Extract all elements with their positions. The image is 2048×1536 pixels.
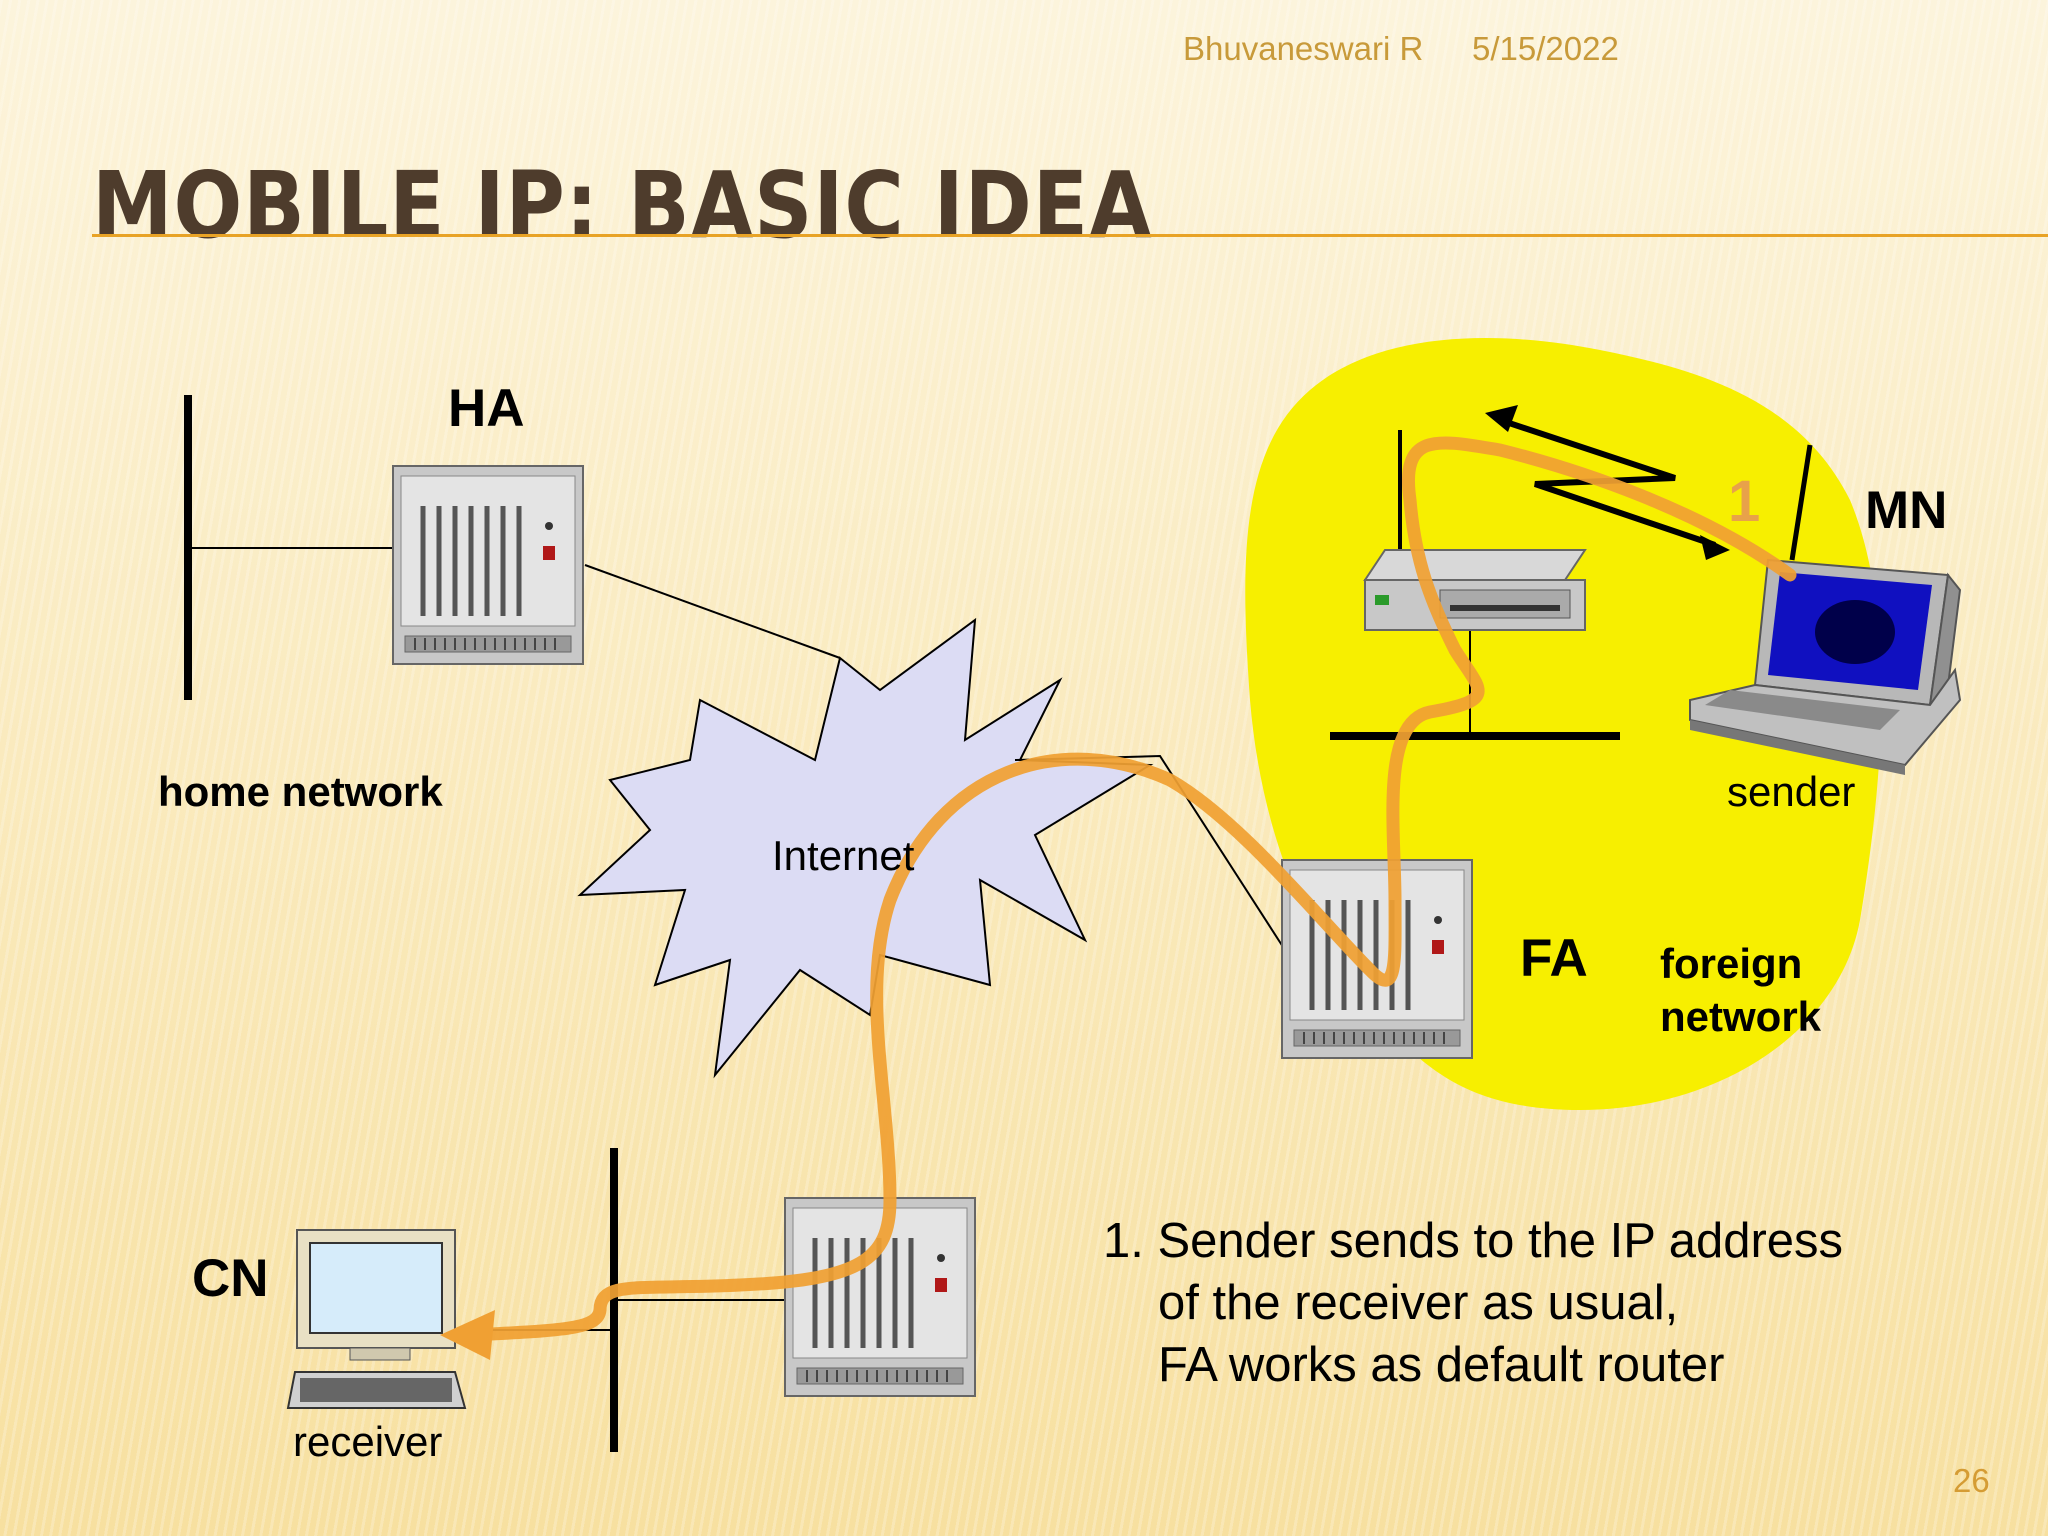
- mn-label: MN: [1865, 481, 1948, 540]
- mn-antenna: [1789, 444, 1813, 561]
- step-description: 1. Sender sends to the IP address of the…: [1103, 1210, 1843, 1396]
- cn-router: [785, 1198, 975, 1396]
- access-point: [1363, 549, 1587, 631]
- internet-cloud: [577, 617, 1154, 1079]
- ha-router: [393, 466, 583, 664]
- note-line-2: of the receiver as usual,: [1158, 1276, 1679, 1330]
- author-name: Bhuvaneswari R: [1183, 30, 1424, 67]
- title-underline: [92, 234, 2048, 237]
- page-number: 26: [1953, 1462, 1990, 1499]
- foreign-network-label-line1: foreign: [1660, 940, 1803, 987]
- receiver-label: receiver: [293, 1418, 443, 1465]
- sender-label: sender: [1727, 768, 1856, 815]
- step-number: 1: [1728, 469, 1761, 534]
- slide-title: MOBILE IP: BASIC IDEA: [92, 152, 1153, 259]
- laptop-mn: [1689, 558, 1962, 775]
- internet-label: Internet: [772, 832, 915, 879]
- receiver-computer: [286, 1229, 467, 1409]
- ha-label: HA: [448, 379, 525, 438]
- packet-arrowhead: [440, 1310, 495, 1360]
- fa-label: FA: [1520, 929, 1588, 988]
- fa-router: [1282, 860, 1472, 1058]
- home-network-label: home network: [158, 768, 443, 815]
- slide-date: 5/15/2022: [1472, 30, 1619, 67]
- note-line-3: FA works as default router: [1158, 1338, 1725, 1392]
- packet-path: [468, 436, 1797, 1342]
- note-line-1: 1. Sender sends to the IP address: [1103, 1214, 1844, 1268]
- cn-label: CN: [192, 1249, 269, 1308]
- foreign-network-label-line2: network: [1660, 993, 1822, 1040]
- ha-internet-link: [584, 564, 841, 659]
